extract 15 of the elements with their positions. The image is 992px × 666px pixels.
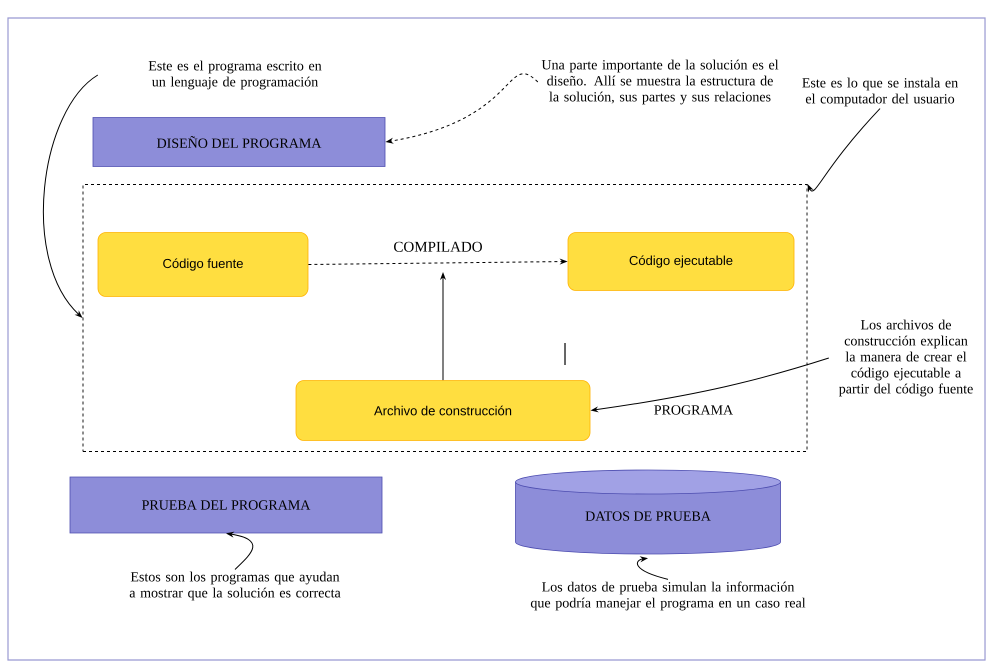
process-box: Código ejecutable: [568, 232, 794, 291]
process-box: Archivo de construcción: [296, 380, 590, 441]
note-text: Este es el programa escrito en un lenguaje de programación: [148, 60, 322, 90]
process-box: DISEÑO DEL PROGRAMA: [92, 117, 386, 167]
process-box: Código fuente: [98, 232, 308, 297]
arrow: [636, 556, 668, 580]
note-text: Estos son los programas que ayudan a mostrar que la solución es correcta: [130, 572, 341, 600]
note-text: Una parte importante de la solución es el diseño. Allí se muestra la estructura de la solución, sus partes y sus relaciones: [542, 60, 778, 104]
note-text: Los archivos de construcción explican la manera de crear el código ejecutable a partir del código fuente: [838, 320, 973, 396]
note-text: Los datos de prueba simulan la información que podría manejar el programa en un caso real: [530, 582, 806, 610]
arrow: [42, 74, 98, 318]
note-text: Este es lo que se instala en el computador del usuario: [802, 78, 958, 106]
cylinder: DATOS DE PRUEBA: [515, 470, 781, 554]
process-box: PRUEBA DEL PROGRAMA: [70, 476, 382, 534]
edge-label: COMPILADO: [392, 240, 484, 253]
